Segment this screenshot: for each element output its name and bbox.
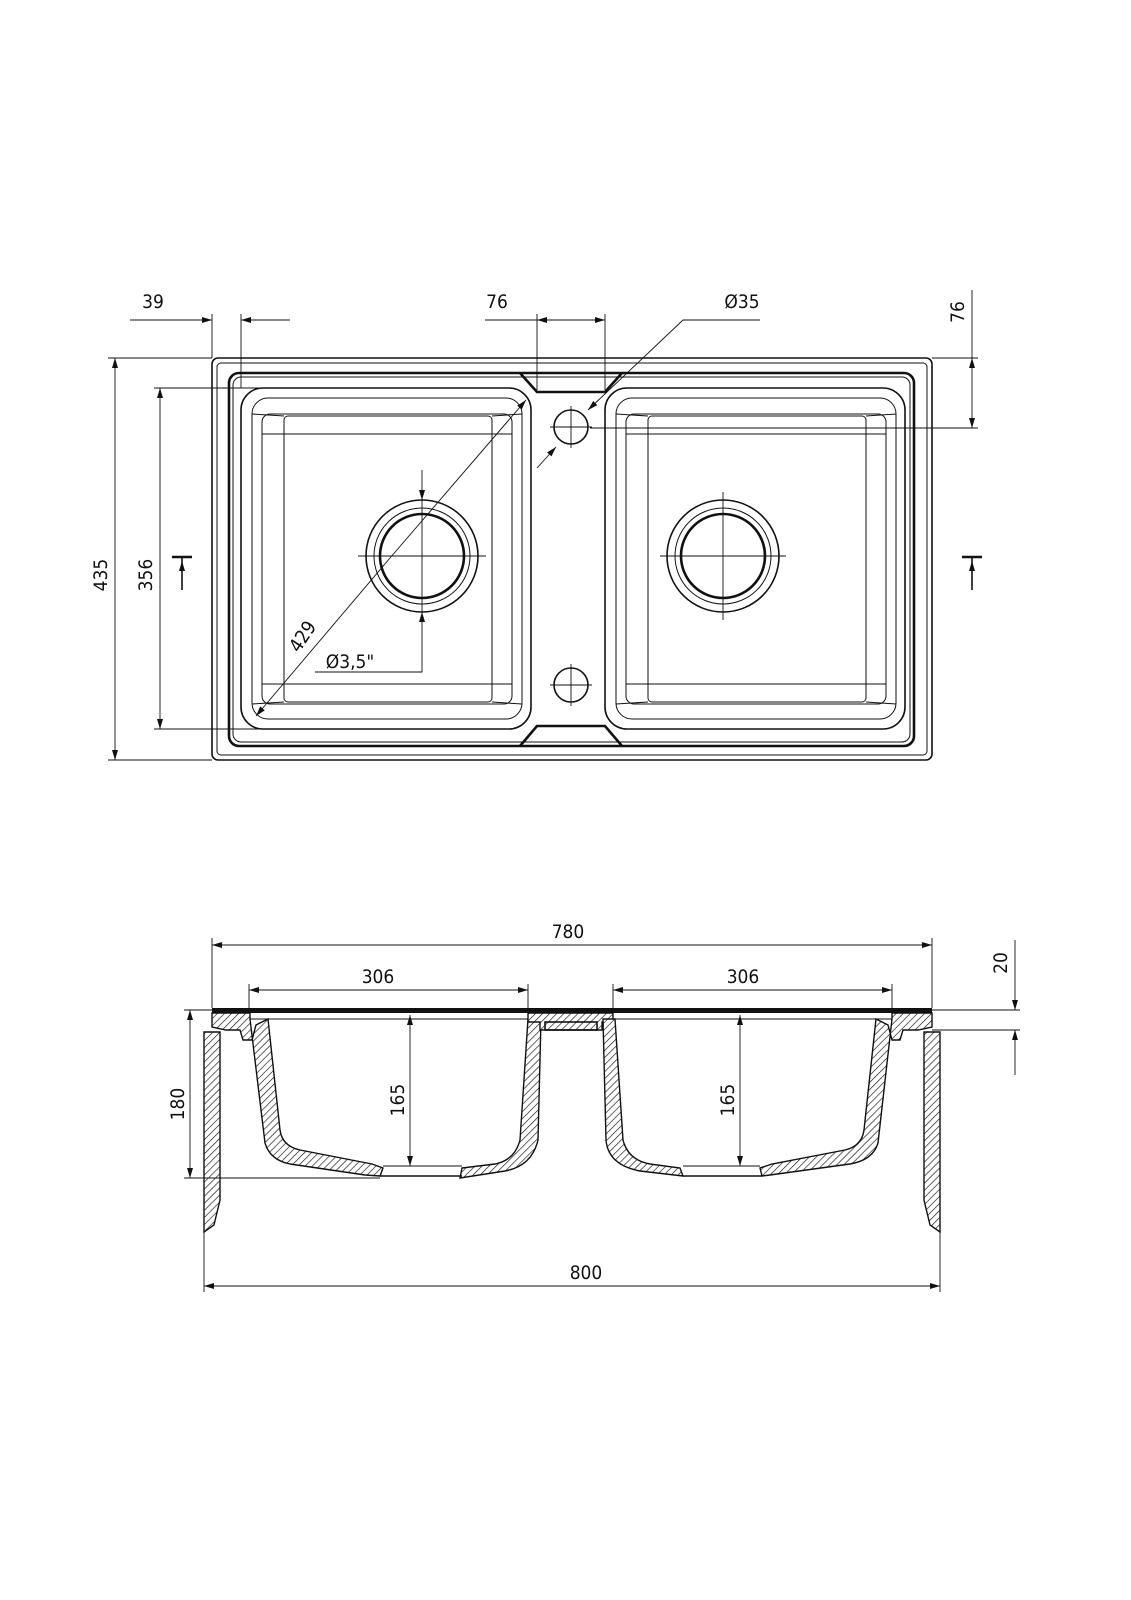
dimension-165-right: 165 <box>717 1015 743 1166</box>
dim-label-20: 20 <box>990 952 1012 974</box>
dim-label-429: 429 <box>285 617 321 656</box>
dimension-306-right: 306 <box>612 966 893 1010</box>
sink-edge <box>216 362 928 756</box>
right-bowl-section <box>602 1018 685 1177</box>
dim-label-165-right: 165 <box>717 1084 739 1117</box>
dim-label-76-bridge: 76 <box>486 291 508 313</box>
dim-label-780: 780 <box>552 921 585 943</box>
dimension-800: 800 <box>203 1232 941 1292</box>
dimension-780: 780 <box>211 921 933 1008</box>
dim-label-800: 800 <box>570 1262 603 1284</box>
left-drain <box>358 490 486 622</box>
top-view: 39 76 Ø35 76 435 356 429 <box>90 290 982 761</box>
tap-hole-top <box>550 406 592 448</box>
dimension-429-diagonal: 429 <box>255 399 527 717</box>
bridge-notch-top <box>519 372 623 394</box>
dimension-306-left: 306 <box>248 966 529 1010</box>
dim-label-39: 39 <box>142 291 164 313</box>
dimension-76-tap-offset: 76 <box>590 290 978 429</box>
right-bowl <box>604 387 906 730</box>
overflow-channel <box>544 1021 598 1031</box>
left-bowl <box>240 387 532 730</box>
dimension-drain: Ø3,5" <box>315 470 425 673</box>
dimension-39: 39 <box>130 291 290 388</box>
dim-label-tap-hole: Ø35 <box>724 291 759 313</box>
right-drain <box>660 492 786 620</box>
dimension-tap-hole: Ø35 <box>536 291 760 469</box>
dimension-76-bridge: 76 <box>485 291 606 390</box>
rim-inner <box>232 376 911 743</box>
sink-outline <box>211 357 933 761</box>
cabinet-wall-left <box>203 1031 221 1234</box>
dimension-20: 20 <box>932 940 1020 1075</box>
left-bowl-section <box>211 1012 384 1177</box>
dim-label-drain: Ø3,5" <box>326 651 374 673</box>
dim-label-180: 180 <box>167 1088 189 1121</box>
section-view: 780 306 306 20 180 165 165 <box>167 921 1020 1292</box>
dim-label-306-right: 306 <box>727 966 760 988</box>
rim <box>227 371 916 748</box>
dimension-435: 435 <box>90 357 212 761</box>
section-marker-right <box>962 555 982 590</box>
section-marker-left <box>172 555 192 590</box>
dim-label-76-tap-offset: 76 <box>947 301 969 323</box>
cabinet-wall-right <box>923 1031 941 1234</box>
dim-label-356: 356 <box>135 559 157 592</box>
dimension-165-left: 165 <box>387 1015 413 1166</box>
countertop-rim <box>212 1008 932 1013</box>
dim-label-306-left: 306 <box>362 966 395 988</box>
dimension-356: 356 <box>135 387 260 730</box>
bridge-notch-bottom <box>519 724 623 747</box>
left-bowl-section-right <box>459 1018 542 1179</box>
tap-hole-bottom <box>550 664 592 706</box>
dimension-180: 180 <box>167 1009 380 1179</box>
dim-label-165-left: 165 <box>387 1084 409 1117</box>
dim-label-435: 435 <box>90 559 112 592</box>
right-bowl-section-right <box>759 1012 933 1177</box>
